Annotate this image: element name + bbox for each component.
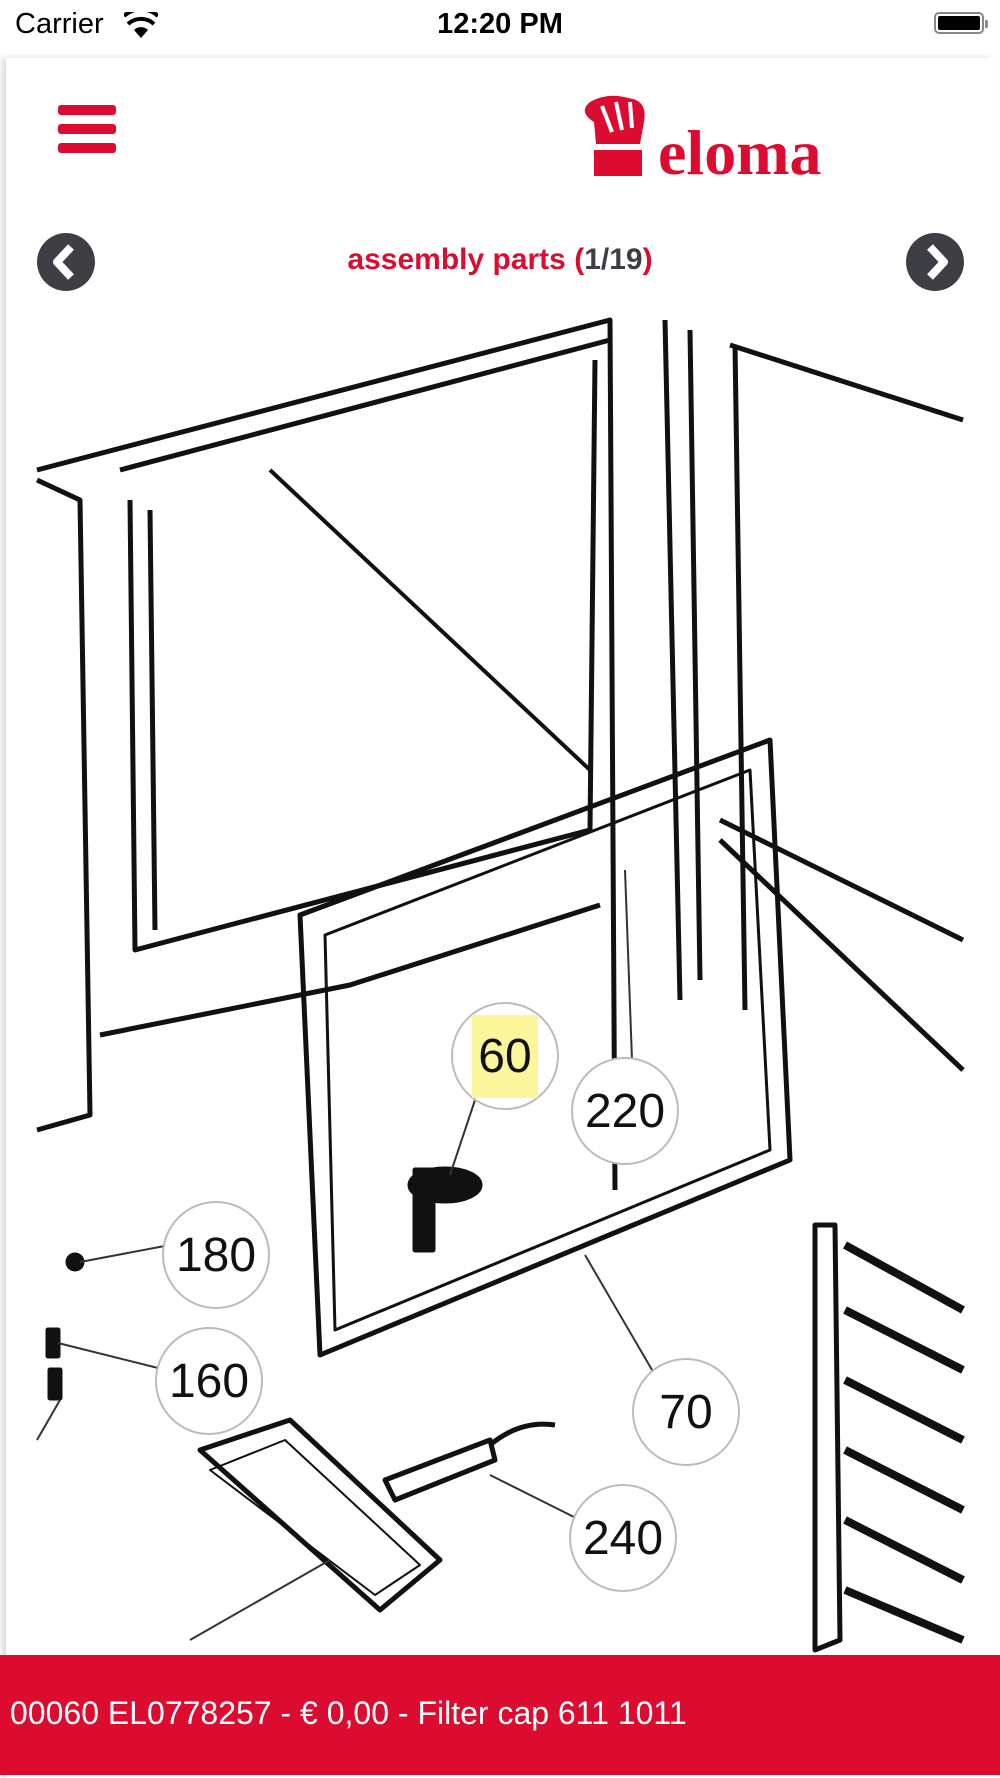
callout-220[interactable]: 220 xyxy=(571,1057,679,1165)
callout-240[interactable]: 240 xyxy=(569,1484,677,1592)
selected-part-bar[interactable]: 00060 EL0778257 - € 0,00 - Filter cap 61… xyxy=(0,1655,1000,1775)
callout-label: 240 xyxy=(582,1511,664,1565)
clock: 12:20 PM xyxy=(437,8,563,40)
callout-label: 180 xyxy=(175,1228,257,1282)
wifi-icon xyxy=(124,12,158,38)
status-bar: Carrier 12:20 PM xyxy=(0,0,1000,56)
chevron-left-icon xyxy=(53,244,74,280)
callout-label: 160 xyxy=(168,1354,250,1408)
hamburger-menu-button[interactable] xyxy=(58,105,116,157)
callout-60[interactable]: 60 xyxy=(451,1002,559,1110)
app-page xyxy=(6,58,994,1778)
eloma-logo: eloma xyxy=(578,92,940,188)
previous-page-button[interactable] xyxy=(37,233,95,291)
battery-icon xyxy=(934,12,988,34)
callout-160[interactable]: 160 xyxy=(155,1327,263,1435)
paren: ( xyxy=(574,243,585,276)
paren: ) xyxy=(642,243,653,276)
page-counter: 1/19 xyxy=(584,243,643,276)
callout-label: 70 xyxy=(659,1385,713,1439)
callout-label: 220 xyxy=(584,1084,666,1138)
callout-70[interactable]: 70 xyxy=(632,1358,740,1466)
carrier-label: Carrier xyxy=(15,8,104,40)
title-text: assembly parts xyxy=(347,243,566,276)
logo-text: eloma xyxy=(658,117,822,178)
callout-label: 60 xyxy=(472,1014,538,1098)
page-title: assembly parts (1/19) xyxy=(0,243,1000,277)
next-page-button[interactable] xyxy=(906,233,964,291)
callout-180[interactable]: 180 xyxy=(162,1201,270,1309)
selected-part-text: 00060 EL0778257 - € 0,00 - Filter cap 61… xyxy=(10,1695,687,1731)
chevron-right-icon xyxy=(927,244,948,280)
